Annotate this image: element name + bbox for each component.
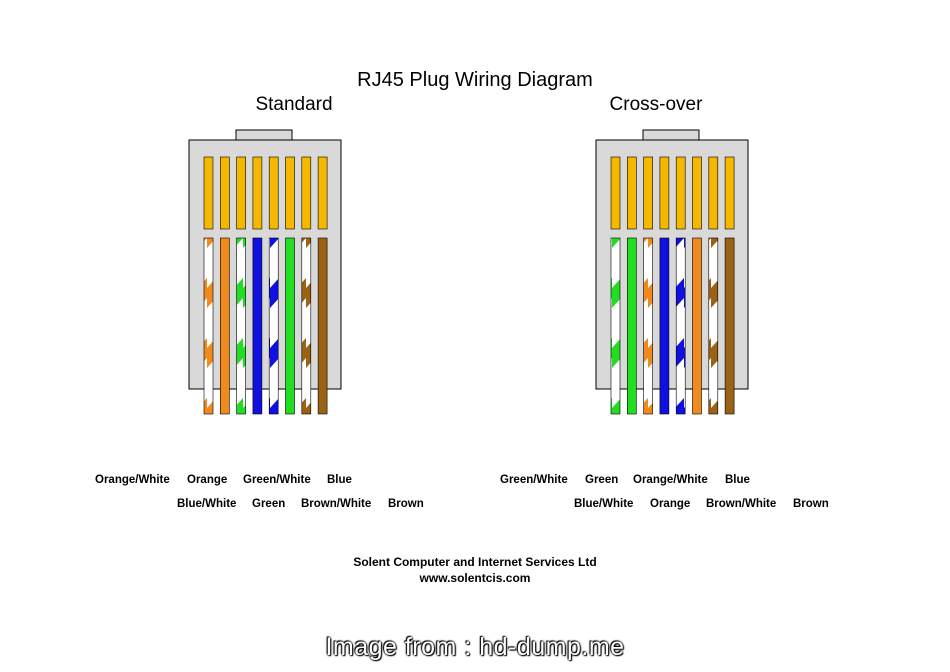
standard-label-5: Blue/White <box>177 498 237 510</box>
crossover-plug <box>595 129 749 415</box>
standard-wire-5 <box>268 237 279 415</box>
crossover-label-2: Green <box>585 474 619 486</box>
crossover-wire-1 <box>610 237 621 415</box>
standard-contact-7 <box>301 156 312 230</box>
crossover-wire-6 <box>692 237 702 415</box>
crossover-label-6: Orange <box>650 498 691 510</box>
standard-contact-6 <box>285 156 295 230</box>
crossover-wire-3 <box>643 237 653 415</box>
standard-wire-3 <box>236 237 246 415</box>
standard-label-4: Blue <box>327 474 352 486</box>
standard-contact-1 <box>203 156 214 230</box>
footer-url: www.solentcis.com <box>419 571 531 585</box>
standard-plug-latch <box>235 129 293 141</box>
crossover-contact-1 <box>610 156 621 230</box>
standard-label-8: Brown <box>388 498 424 510</box>
standard-plug-body <box>188 139 342 390</box>
standard-wire-2 <box>220 237 230 415</box>
standard-wire-1 <box>203 237 214 415</box>
crossover-label-1: Green/White <box>500 474 568 486</box>
crossover-wire-8 <box>724 237 735 415</box>
crossover-wire-7 <box>708 237 719 415</box>
standard-wire-6 <box>285 237 295 415</box>
standard-wire-7 <box>301 237 312 415</box>
crossover-plug-latch <box>642 129 700 141</box>
crossover-contact-2 <box>626 156 637 230</box>
crossover-label-4: Blue <box>725 474 750 486</box>
standard-label-6: Green <box>252 498 286 510</box>
footer-company: Solent Computer and Internet Services Lt… <box>353 555 597 569</box>
crossover-label-3: Orange/White <box>633 474 708 486</box>
watermark-text: Image from : hd-dump.me <box>325 633 625 661</box>
standard-label-1: Orange/White <box>95 474 170 486</box>
crossover-contact-5 <box>675 156 686 230</box>
standard-plug <box>188 129 342 415</box>
standard-label-2: Orange <box>187 474 228 486</box>
crossover-plug-title: Cross-over <box>609 94 703 115</box>
crossover-contact-3 <box>643 156 653 230</box>
standard-label-3: Green/White <box>243 474 311 486</box>
crossover-wire-5 <box>675 237 686 415</box>
standard-wire-8 <box>317 237 328 415</box>
standard-contact-4 <box>252 156 263 230</box>
standard-label-7: Brown/White <box>301 498 372 510</box>
crossover-contact-4 <box>659 156 670 230</box>
crossover-wire-4 <box>659 237 670 415</box>
standard-contact-2 <box>220 156 230 230</box>
crossover-label-7: Brown/White <box>706 498 777 510</box>
crossover-contact-8 <box>724 156 735 230</box>
crossover-label-5: Blue/White <box>574 498 634 510</box>
crossover-plug-body <box>595 139 749 390</box>
diagram-title: RJ45 Plug Wiring Diagram <box>357 69 593 91</box>
standard-contact-5 <box>268 156 279 230</box>
standard-contact-8 <box>317 156 328 230</box>
standard-wire-4 <box>252 237 263 415</box>
crossover-wire-2 <box>626 237 637 415</box>
standard-contact-3 <box>236 156 246 230</box>
crossover-contact-7 <box>708 156 719 230</box>
crossover-contact-6 <box>692 156 702 230</box>
standard-plug-title: Standard <box>255 94 333 115</box>
crossover-label-8: Brown <box>793 498 829 510</box>
